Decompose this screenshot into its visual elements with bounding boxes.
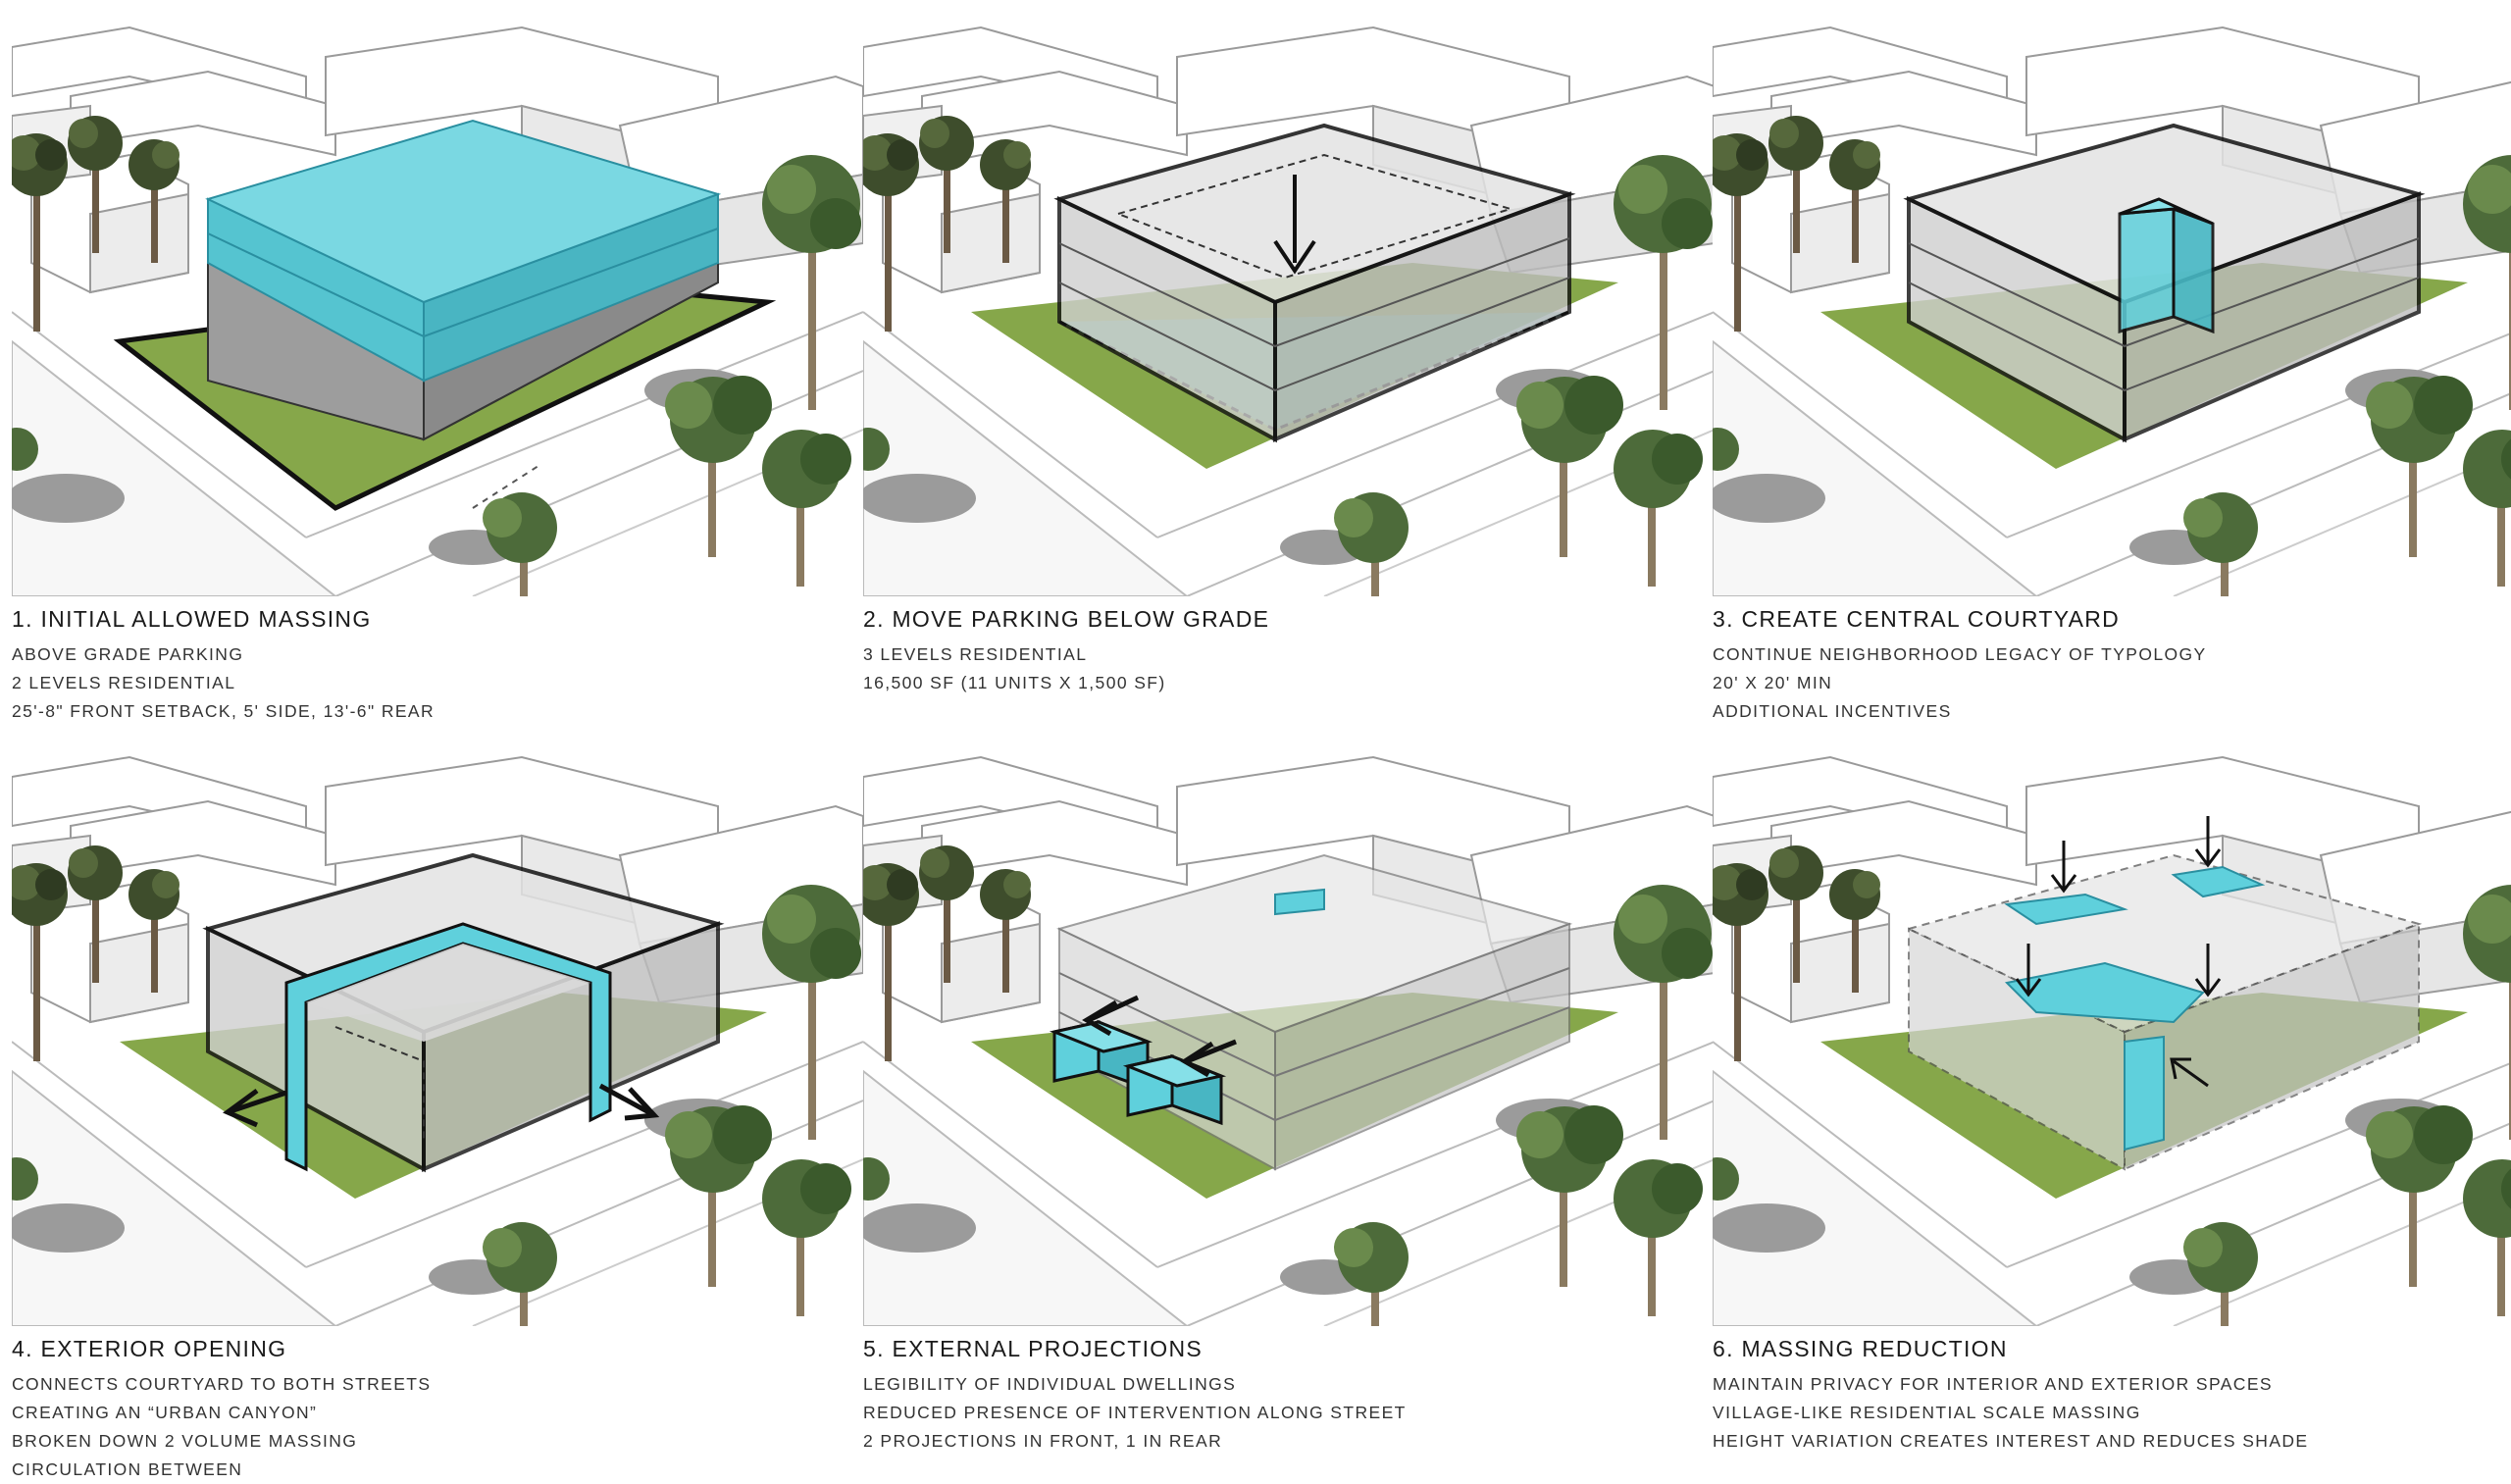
panel-1-line: ABOVE GRADE PARKING [12, 644, 244, 664]
massing-illustration-3 [1713, 18, 2511, 596]
panel-1-title: 1. INITIAL ALLOWED MASSING [12, 606, 372, 632]
panel-2-line: 16,500 SF (11 UNITS X 1,500 SF) [863, 673, 1166, 692]
panel-3-line: ADDITIONAL INCENTIVES [1713, 701, 1952, 721]
massing-illustration-6 [1713, 747, 2511, 1326]
panel-4-line: CONNECTS COURTYARD TO BOTH STREETS [12, 1374, 432, 1394]
panel-4-title: 4. EXTERIOR OPENING [12, 1336, 287, 1361]
massing-illustration-2 [863, 18, 1715, 596]
panel-4-line: CREATING AN “URBAN CANYON” [12, 1403, 318, 1422]
panel-5-line: LEGIBILITY OF INDIVIDUAL DWELLINGS [863, 1374, 1237, 1394]
panel-2-title: 2. MOVE PARKING BELOW GRADE [863, 606, 1270, 632]
panel-5-title: 5. EXTERNAL PROJECTIONS [863, 1336, 1204, 1361]
panel-3-line: 20' X 20' MIN [1713, 673, 1833, 692]
panel-4-line: BROKEN DOWN 2 VOLUME MASSING [12, 1431, 358, 1451]
panel-2-line: 3 LEVELS RESIDENTIAL [863, 644, 1088, 664]
panel-5-line: 2 PROJECTIONS IN FRONT, 1 IN REAR [863, 1431, 1223, 1451]
panel-6-line: MAINTAIN PRIVACY FOR INTERIOR AND EXTERI… [1713, 1374, 2273, 1394]
massing-illustration-5 [863, 747, 1715, 1326]
panel-6-line: HEIGHT VARIATION CREATES INTEREST AND RE… [1713, 1431, 2309, 1451]
panel-6-line: VILLAGE-LIKE RESIDENTIAL SCALE MASSING [1713, 1403, 2141, 1422]
panel-5-line: REDUCED PRESENCE OF INTERVENTION ALONG S… [863, 1403, 1407, 1422]
panel-3-line: CONTINUE NEIGHBORHOOD LEGACY OF TYPOLOGY [1713, 644, 2207, 664]
panel-6-title: 6. MASSING REDUCTION [1713, 1336, 2008, 1361]
massing-illustration-1 [12, 18, 863, 596]
massing-illustration-4 [12, 747, 863, 1326]
panel-3-title: 3. CREATE CENTRAL COURTYARD [1713, 606, 2121, 632]
panel-1-line: 25'-8" FRONT SETBACK, 5' SIDE, 13'-6" RE… [12, 701, 436, 721]
panel-1-line: 2 LEVELS RESIDENTIAL [12, 673, 236, 692]
panel-4-line: CIRCULATION BETWEEN [12, 1459, 243, 1479]
